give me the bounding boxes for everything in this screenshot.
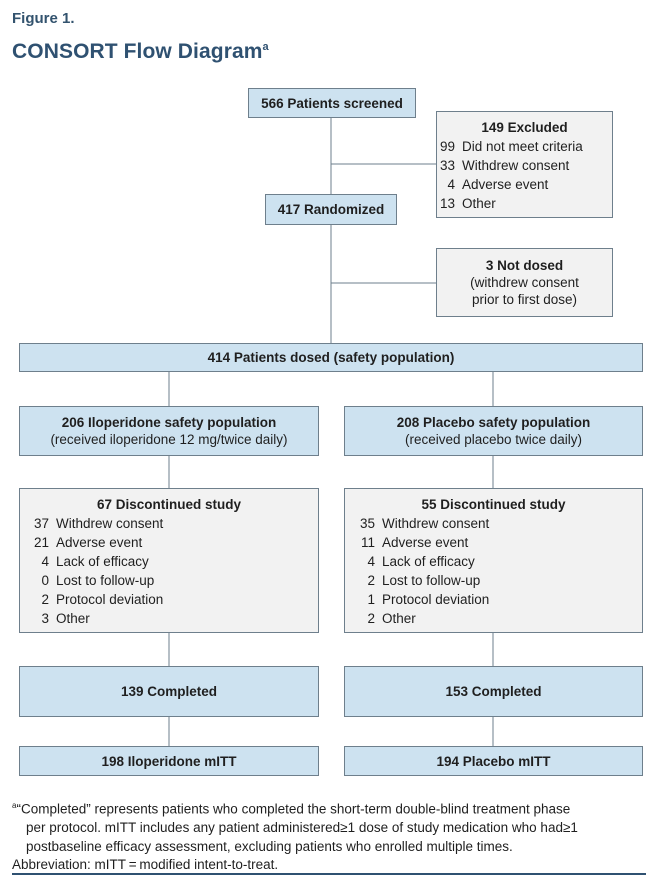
discontinued-row: 2 Other bbox=[345, 609, 642, 628]
discontinued-count: 35 bbox=[359, 516, 375, 531]
iloperidone-safety-title: 206 Iloperidone safety population bbox=[61, 415, 277, 430]
footnote-line: postbaseline efficacy assessment, exclud… bbox=[26, 838, 513, 854]
discontinued-reason: Lost to follow-up bbox=[382, 573, 481, 588]
footnote-marker: a bbox=[12, 801, 17, 810]
discontinued-count: 3 bbox=[41, 611, 49, 626]
iloperidone-safety-sub: (received iloperidone 12 mg/twice daily) bbox=[50, 432, 288, 447]
placebo-discontinued-box: 55 Discontinued study 35 Withdrew consent… bbox=[344, 488, 643, 633]
discontinued-reason: Other bbox=[56, 611, 90, 626]
excluded-box: 149 Excluded 99 Did not meet criteria 33 W… bbox=[436, 111, 613, 218]
discontinued-reason: Lack of efficacy bbox=[382, 554, 475, 569]
placebo-mitt-box: 194 Placebo mITT bbox=[344, 746, 643, 776]
iloperidone-discontinued-box: 67 Discontinued study 37 Withdrew consent… bbox=[19, 488, 319, 633]
discontinued-count: 37 bbox=[33, 516, 49, 531]
iloperidone-safety-box: 206 Iloperidone safety population (recei… bbox=[19, 406, 319, 456]
excluded-count: 4 bbox=[447, 177, 455, 192]
excluded-row: 33 Withdrew consent bbox=[437, 156, 612, 175]
iloperidone-completed-label: 139 Completed bbox=[120, 684, 218, 699]
discontinued-row: 4 Lack of efficacy bbox=[345, 552, 642, 571]
discontinued-count: 11 bbox=[360, 535, 375, 550]
discontinued-count: 2 bbox=[41, 592, 49, 607]
randomized-box: 417 Randomized bbox=[265, 194, 397, 225]
discontinued-reason: Withdrew consent bbox=[56, 516, 164, 531]
discontinued-row: 2 Protocol deviation bbox=[20, 590, 318, 609]
iloperidone-mitt-box: 198 Iloperidone mITT bbox=[19, 746, 319, 776]
discontinued-count: 0 bbox=[41, 573, 49, 588]
figure-title-text: CONSORT Flow Diagram bbox=[12, 40, 263, 63]
footnote-text: “Completed” represents patients who comp… bbox=[16, 801, 571, 817]
discontinued-row: 21 Adverse event bbox=[20, 533, 318, 552]
placebo-safety-title: 208 Placebo safety population bbox=[396, 415, 591, 430]
not-dosed-box: 3 Not dosed (withdrew consent prior to f… bbox=[436, 248, 613, 317]
discontinued-reason: Protocol deviation bbox=[56, 592, 164, 607]
excluded-reason: Withdrew consent bbox=[462, 158, 570, 173]
discontinued-count: 4 bbox=[41, 554, 49, 569]
excluded-row: 99 Did not meet criteria bbox=[437, 137, 612, 156]
bottom-rule bbox=[12, 873, 646, 875]
discontinued-count: 2 bbox=[367, 573, 375, 588]
excluded-reason: Other bbox=[462, 196, 496, 211]
placebo-completed-label: 153 Completed bbox=[445, 684, 542, 699]
discontinued-row: 37 Withdrew consent bbox=[20, 514, 318, 533]
discontinued-row: 1 Protocol deviation bbox=[345, 590, 642, 609]
discontinued-reason: Protocol deviation bbox=[382, 592, 490, 607]
excluded-count: 13 bbox=[439, 196, 455, 211]
excluded-count: 99 bbox=[439, 139, 455, 154]
footnote-line: a“Completed” represents patients who com… bbox=[12, 797, 652, 819]
discontinued-row: 4 Lack of efficacy bbox=[20, 552, 318, 571]
not-dosed-line: (withdrew consent bbox=[470, 275, 579, 290]
figure-title: CONSORT Flow Diagrama bbox=[12, 40, 269, 64]
screened-label: 566 Patients screened bbox=[261, 95, 403, 111]
excluded-row: 4 Adverse event bbox=[437, 175, 612, 194]
excluded-reason: Did not meet criteria bbox=[462, 139, 583, 154]
placebo-completed-box: 153 Completed bbox=[344, 666, 643, 717]
abbreviation-note: Abbreviation: mITT = modified intent-to-… bbox=[12, 857, 279, 872]
discontinued-reason: Lost to follow-up bbox=[56, 573, 155, 588]
discontinued-row: 11 Adverse event bbox=[345, 533, 642, 552]
placebo-discontinued-title: 55 Discontinued study bbox=[421, 497, 566, 512]
discontinued-count: 1 bbox=[367, 592, 375, 607]
iloperidone-mitt-label: 198 Iloperidone mITT bbox=[101, 753, 237, 769]
not-dosed-title: 3 Not dosed bbox=[485, 258, 564, 273]
discontinued-row: 3 Other bbox=[20, 609, 318, 628]
discontinued-count: 21 bbox=[33, 535, 49, 550]
discontinued-row: 35 Withdrew consent bbox=[345, 514, 642, 533]
excluded-row: 13 Other bbox=[437, 194, 612, 213]
excluded-reason: Adverse event bbox=[462, 177, 549, 192]
discontinued-reason: Other bbox=[382, 611, 416, 626]
placebo-safety-box: 208 Placebo safety population (received … bbox=[344, 406, 643, 456]
discontinued-row: 0 Lost to follow-up bbox=[20, 571, 318, 590]
discontinued-count: 4 bbox=[367, 554, 375, 569]
screened-box: 566 Patients screened bbox=[248, 88, 416, 118]
not-dosed-line: prior to first dose) bbox=[471, 292, 578, 307]
figure-label: Figure 1. bbox=[12, 10, 75, 27]
iloperidone-discontinued-title: 67 Discontinued study bbox=[96, 497, 242, 512]
discontinued-row: 2 Lost to follow-up bbox=[345, 571, 642, 590]
discontinued-count: 2 bbox=[367, 611, 375, 626]
figure-title-footnote-marker: a bbox=[262, 41, 269, 53]
placebo-mitt-label: 194 Placebo mITT bbox=[436, 753, 551, 769]
placebo-safety-sub: (received placebo twice daily) bbox=[404, 432, 583, 447]
footnote-line: per protocol. mITT includes any patient … bbox=[26, 820, 578, 835]
excluded-title: 149 Excluded bbox=[481, 120, 568, 135]
footnote: a“Completed” represents patients who com… bbox=[12, 797, 652, 875]
discontinued-reason: Withdrew consent bbox=[382, 516, 490, 531]
excluded-count: 33 bbox=[439, 158, 455, 173]
iloperidone-completed-box: 139 Completed bbox=[19, 666, 319, 717]
discontinued-reason: Lack of efficacy bbox=[56, 554, 149, 569]
randomized-label: 417 Randomized bbox=[277, 202, 385, 217]
dosed-label: 414 Patients dosed (safety population) bbox=[207, 350, 455, 365]
discontinued-reason: Adverse event bbox=[56, 535, 143, 550]
dosed-box: 414 Patients dosed (safety population) bbox=[19, 343, 643, 372]
discontinued-reason: Adverse event bbox=[382, 535, 469, 550]
